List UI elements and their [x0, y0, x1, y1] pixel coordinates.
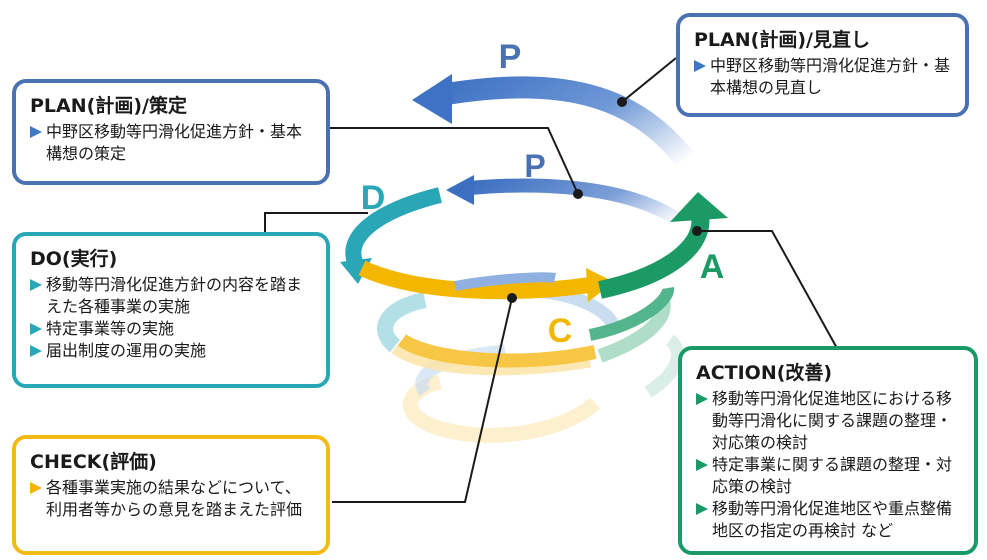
action-arrow-head: [670, 192, 728, 222]
action-title: ACTION(改善): [696, 362, 833, 384]
plan-top-arrow-head: [412, 74, 452, 124]
connector-lines: [264, 57, 839, 503]
connector-do: [264, 212, 368, 232]
connector-check: [332, 297, 513, 503]
plan-create-item: 中野区移動等円滑化促進方針・基本構想の策定: [30, 121, 314, 165]
connector-action: [697, 230, 839, 351]
check-item: 各種事業実施の結果などについて、利用者等からの意見を踏まえた評価: [30, 477, 314, 521]
label-p-mid: P: [524, 148, 545, 184]
check-small-arrow: [454, 272, 556, 291]
check-box: CHECK(評価) 各種事業実施の結果などについて、利用者等からの意見を踏まえた…: [12, 435, 330, 555]
action-small-arrow: [588, 287, 674, 341]
label-a: A: [700, 248, 725, 286]
label-c: C: [548, 312, 573, 350]
plan-review-item: 中野区移動等円滑化促進方針・基本構想の見直し: [694, 55, 953, 99]
label-p-top: P: [499, 38, 522, 76]
action-item-1: 移動等円滑化促進地区における移動等円滑化に関する課題の整理・対応策の検討: [696, 388, 962, 454]
plan-review-title: PLAN(計画)/見直し: [694, 29, 870, 51]
do-item-1: 移動等円滑化促進方針の内容を踏まえた各種事業の実施: [30, 274, 314, 318]
do-title: DO(実行): [30, 248, 118, 270]
plan-review-box: PLAN(計画)/見直し 中野区移動等円滑化促進方針・基本構想の見直し: [676, 13, 969, 117]
plan-top-arrow: [438, 76, 715, 196]
check-title: CHECK(評価): [30, 451, 157, 473]
faded-lower-loops: [377, 283, 685, 443]
connector-dots: [507, 97, 702, 303]
check-lower-arrow: [397, 334, 597, 368]
plan-mid-arrow-head: [446, 175, 474, 205]
do-arrow: [345, 187, 442, 265]
connector-plan-create: [330, 127, 579, 195]
label-d: D: [361, 179, 386, 217]
plan-create-title: PLAN(計画)/策定: [30, 95, 187, 117]
do-item-2: 特定事業等の実施: [30, 318, 314, 340]
check-arrow: [358, 260, 592, 300]
action-item-2: 特定事業に関する課題の整理・対応策の検討: [696, 454, 962, 498]
connector-plan-review: [621, 57, 677, 103]
do-box: DO(実行) 移動等円滑化促進方針の内容を踏まえた各種事業の実施 特定事業等の実…: [12, 232, 330, 388]
action-item-3: 移動等円滑化促進地区や重点整備地区の指定の再検討 など: [696, 498, 962, 542]
plan-create-box: PLAN(計画)/策定 中野区移動等円滑化促進方針・基本構想の策定: [12, 79, 330, 185]
do-item-3: 届出制度の運用の実施: [30, 340, 314, 362]
plan-mid-arrow: [469, 178, 706, 245]
action-box: ACTION(改善) 移動等円滑化促進地区における移動等円滑化に関する課題の整理…: [678, 346, 978, 555]
action-arrow: [598, 213, 710, 299]
